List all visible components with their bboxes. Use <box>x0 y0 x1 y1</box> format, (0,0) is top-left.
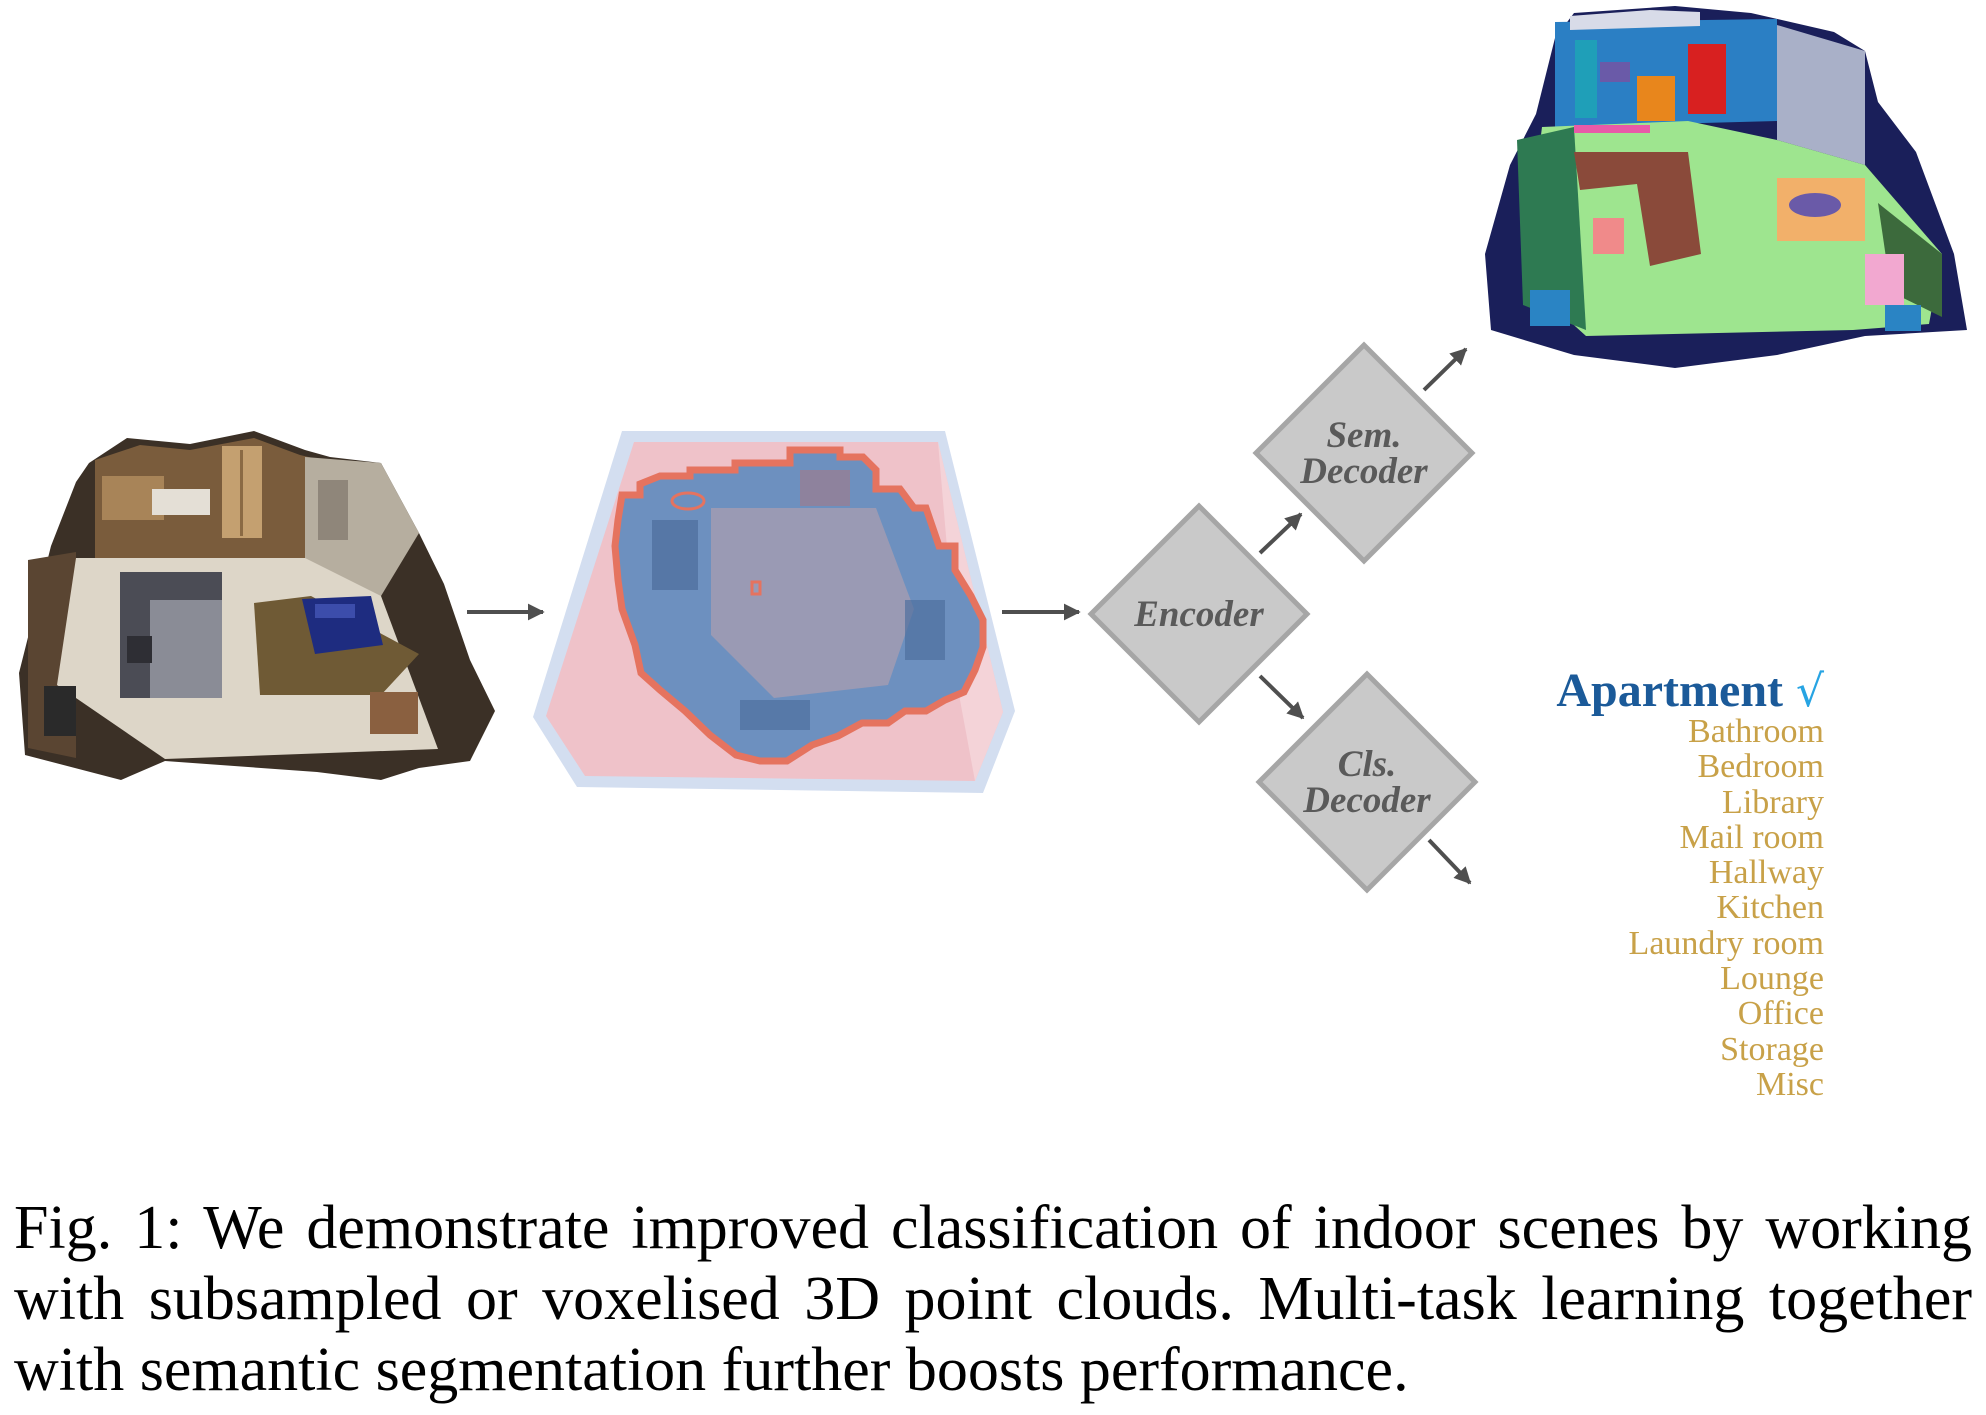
seg-blue-chair <box>1885 305 1921 331</box>
arrow-cls-decoder-to-classes <box>1427 838 1472 885</box>
semantic-segmentation-output <box>1485 6 1967 368</box>
arrow-sem-decoder-to-output <box>1422 347 1468 392</box>
class-item: Kitchen <box>1716 889 1824 926</box>
class-item: Office <box>1738 995 1824 1032</box>
caption-line: with semantic segmentation further boost… <box>14 1336 1409 1404</box>
scene-class-list: Apartment √ Bathroom Bedroom Library Mai… <box>1556 664 1825 1103</box>
caption-line: Fig. 1: We demonstrate improved classifi… <box>14 1194 1972 1262</box>
voxelised-scene <box>533 431 1015 793</box>
figure-diagram: Encoder Sem. Decoder Cls. Decoder Apartm… <box>19 6 1967 1103</box>
scene-coffee-table <box>127 636 152 663</box>
scene-back-wall <box>95 438 330 565</box>
arrow-encoder-to-sem-decoder <box>1258 512 1303 555</box>
seg-back-wall-top <box>1570 10 1700 30</box>
voxel-highlight-ring <box>670 491 706 511</box>
class-item: Mail room <box>1680 819 1824 856</box>
seg-right-wall <box>1777 25 1865 165</box>
seg-orange-shelf <box>1637 76 1675 121</box>
voxel-marker <box>750 580 762 596</box>
scene-shelf <box>152 489 210 515</box>
scene-bed-pillow <box>315 604 355 618</box>
sem-decoder-label-line2: Decoder <box>1299 451 1428 492</box>
voxel-patch <box>652 520 698 590</box>
scene-chairs <box>370 692 418 734</box>
class-item: Hallway <box>1709 854 1824 891</box>
class-item: Storage <box>1720 1031 1824 1068</box>
seg-table-objects <box>1789 193 1841 217</box>
encoder-label: Encoder <box>1133 594 1264 635</box>
figure-caption: Fig. 1: We demonstrate improved classifi… <box>14 1193 1972 1406</box>
class-item: Lounge <box>1720 960 1824 997</box>
voxel-patch <box>905 600 945 660</box>
sem-decoder-block <box>1252 341 1476 565</box>
class-item: Bedroom <box>1697 748 1824 785</box>
seg-blue-chair <box>1530 290 1570 326</box>
scene-right-wall-panel <box>318 480 348 540</box>
class-item: Library <box>1722 784 1824 821</box>
seg-sofa <box>1574 152 1701 266</box>
seg-red-door <box>1688 44 1726 114</box>
seg-left-wall <box>1517 127 1586 330</box>
scene-couch-back <box>120 572 222 698</box>
class-item: Misc <box>1756 1066 1824 1103</box>
seg-pink-box <box>1593 218 1624 254</box>
class-item: Bathroom <box>1688 713 1824 750</box>
cls-decoder-label-line1: Cls. <box>1338 744 1397 785</box>
sem-decoder-label-line1: Sem. <box>1326 415 1401 456</box>
predicted-class: Apartment <box>1556 664 1783 717</box>
scene-dark-chair <box>44 686 76 736</box>
voxel-patch <box>740 700 810 730</box>
class-item: Laundry room <box>1629 925 1824 962</box>
caption-line: with subsampled or voxelised 3D point cl… <box>14 1265 1972 1333</box>
correct-check-mark: √ <box>1796 666 1825 717</box>
seg-teal-shelf <box>1575 40 1597 118</box>
voxel-floor <box>711 508 914 698</box>
scene-door-frame <box>240 450 243 536</box>
input-point-cloud-scene <box>19 431 495 780</box>
cls-decoder-label-line2: Decoder <box>1302 780 1431 821</box>
seg-magenta-strip <box>1574 125 1650 133</box>
seg-purple-object <box>1600 62 1630 82</box>
voxel-patch <box>800 470 850 506</box>
scene-couch-seat <box>150 600 222 698</box>
cls-decoder-block <box>1255 670 1479 894</box>
encoder-block <box>1087 502 1311 726</box>
seg-pink-chair <box>1865 254 1904 305</box>
arrow-encoder-to-cls-decoder <box>1258 674 1305 720</box>
